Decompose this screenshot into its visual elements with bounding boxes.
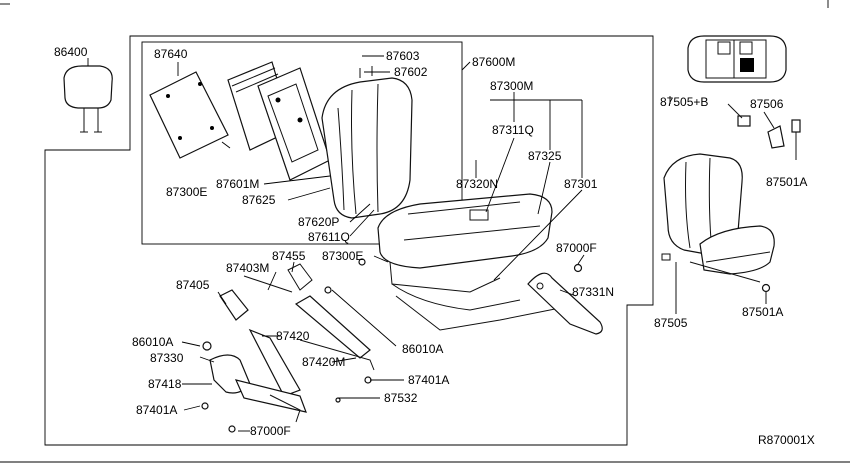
label-87601M: 87601M [216, 177, 259, 191]
label-87311Q: 87311Q [492, 123, 534, 137]
label-87405: 87405 [176, 278, 210, 292]
label-87505B: 87505+B [660, 95, 708, 109]
label-87532: 87532 [384, 391, 418, 405]
seatback-group-box [141, 41, 463, 245]
label-87625: 87625 [242, 193, 276, 207]
label-87300E-b: 87300E [322, 249, 363, 263]
label-87600M: 87600M [472, 55, 515, 69]
label-87501A-b: 87501A [742, 305, 783, 319]
label-87602: 87602 [394, 65, 428, 79]
label-87401A-b: 87401A [136, 403, 177, 417]
back-board-87640 [149, 71, 229, 159]
label-87325: 87325 [528, 149, 562, 163]
label-87505: 87505 [654, 316, 688, 330]
label-87301: 87301 [564, 177, 598, 191]
label-87420M: 87420M [302, 355, 345, 369]
label-87611Q: 87611Q [308, 230, 350, 244]
side-cover-87331N [527, 272, 603, 335]
assembly-frame [44, 35, 654, 446]
hardware-top-right [675, 103, 801, 314]
label-87640: 87640 [154, 47, 188, 61]
label-86010A-a: 86010A [132, 335, 173, 349]
label-87000F-a: 87000F [250, 424, 291, 438]
label-87320N: 87320N [456, 177, 498, 191]
seatback-trim-87600M [321, 66, 413, 219]
leader-lines [87, 55, 671, 432]
fasteners [201, 258, 583, 433]
label-87403M: 87403M [226, 261, 269, 275]
label-87000F-b: 87000F [556, 241, 597, 255]
label-87620P: 87620P [298, 215, 339, 229]
label-87330: 87330 [150, 351, 184, 365]
label-87331N: 87331N [572, 285, 614, 299]
seat-adjuster-assembly [209, 263, 375, 423]
label-86400: 86400 [54, 45, 88, 59]
label-87603: 87603 [386, 49, 420, 63]
label-87420: 87420 [276, 329, 310, 343]
ref-code: R870001X [758, 433, 815, 447]
car-position-icon [687, 35, 787, 83]
label-86010A-b: 86010A [402, 342, 443, 356]
label-87300E-a: 87300E [166, 185, 207, 199]
complete-seat-sketch [661, 153, 775, 293]
label-87418: 87418 [148, 377, 182, 391]
label-87455: 87455 [272, 249, 306, 263]
headrest-86400 [63, 65, 113, 133]
label-87300M: 87300M [490, 79, 533, 93]
part-labels: R870001X 86400 87640 87603 87602 87600M … [54, 45, 815, 447]
label-87506: 87506 [750, 97, 784, 111]
seat-cushion-87300M [377, 193, 561, 331]
label-87501A-a: 87501A [766, 175, 807, 189]
label-87401A-a: 87401A [408, 373, 449, 387]
